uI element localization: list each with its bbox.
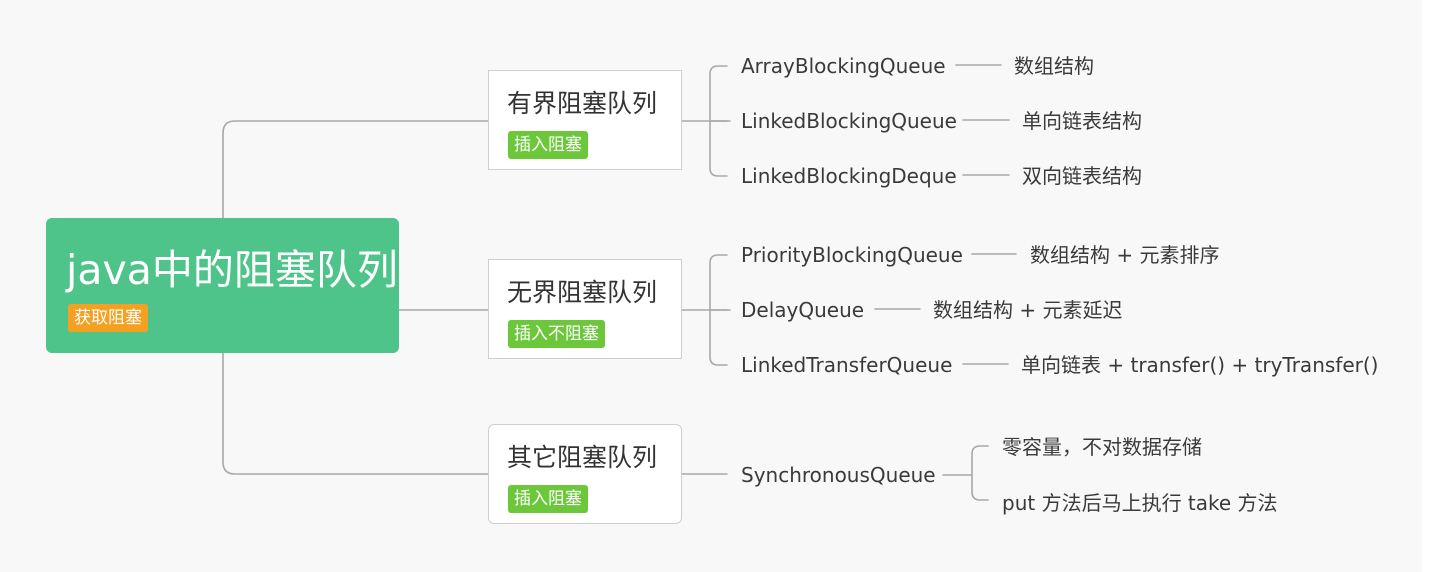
leaf-desc[interactable]: 双向链表结构 — [1022, 164, 1142, 188]
branch-tag: 插入阻塞 — [508, 485, 588, 513]
leaf-note[interactable]: 零容量，不对数据存储 — [1002, 435, 1202, 459]
root-title: java中的阻塞队列 — [66, 246, 398, 294]
leaf-array-blocking-queue[interactable]: ArrayBlockingQueue — [741, 54, 946, 78]
branch-tag: 插入阻塞 — [508, 131, 588, 159]
leaf-desc[interactable]: 数组结构 + 元素排序 — [1030, 243, 1220, 267]
leaf-synchronous-queue[interactable]: SynchronousQueue — [741, 463, 936, 487]
branch-other[interactable]: 其它阻塞队列 插入阻塞 — [488, 424, 682, 524]
branch-title: 无界阻塞队列 — [507, 278, 658, 307]
branch-title: 有界阻塞队列 — [507, 89, 658, 118]
leaf-linked-transfer-queue[interactable]: LinkedTransferQueue — [741, 353, 953, 377]
connector-root-to-bounded — [222, 120, 489, 219]
leaf-linked-blocking-queue[interactable]: LinkedBlockingQueue — [741, 109, 957, 133]
connector-root-to-other — [222, 352, 489, 475]
leaf-desc[interactable]: 单向链表 + transfer() + tryTransfer() — [1021, 353, 1379, 377]
root-node[interactable]: java中的阻塞队列 获取阻塞 — [46, 218, 399, 353]
leaf-priority-blocking-queue[interactable]: PriorityBlockingQueue — [741, 243, 963, 267]
leaf-desc[interactable]: 数组结构 + 元素延迟 — [933, 298, 1123, 322]
leaf-desc[interactable]: 数组结构 — [1014, 54, 1094, 78]
leaf-delay-queue[interactable]: DelayQueue — [741, 298, 865, 322]
connector-sync-note-split — [971, 445, 989, 501]
leaf-linked-blocking-deque[interactable]: LinkedBlockingDeque — [741, 164, 957, 188]
root-tag: 获取阻塞 — [68, 304, 148, 332]
branch-title: 其它阻塞队列 — [507, 443, 658, 472]
branch-tag: 插入不阻塞 — [508, 320, 605, 348]
branch-unbounded[interactable]: 无界阻塞队列 插入不阻塞 — [488, 259, 682, 359]
leaf-desc[interactable]: 单向链表结构 — [1022, 109, 1142, 133]
leaf-note[interactable]: put 方法后马上执行 take 方法 — [1002, 491, 1278, 515]
branch-bounded[interactable]: 有界阻塞队列 插入阻塞 — [488, 70, 682, 170]
